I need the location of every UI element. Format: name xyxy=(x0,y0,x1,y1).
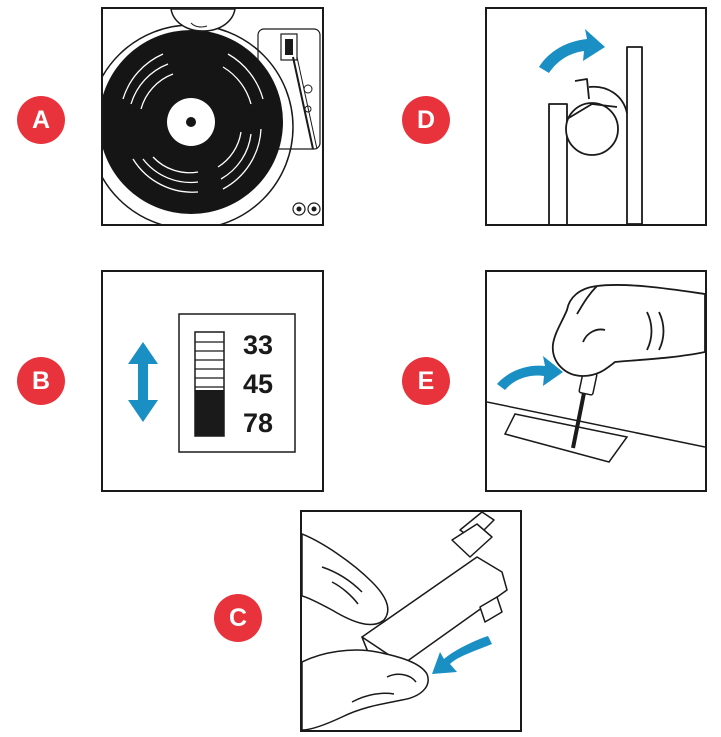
stylus-clean-illustration xyxy=(487,284,705,463)
step-a-panel xyxy=(101,7,324,226)
step-b-panel: 33 45 78 xyxy=(101,270,324,492)
speed-45-label: 45 xyxy=(243,369,273,399)
up-down-arrow-icon xyxy=(128,342,158,422)
cartridge-illustration xyxy=(302,512,508,730)
turntable-illustration xyxy=(103,9,322,224)
step-e-panel xyxy=(485,270,707,492)
step-b-badge: B xyxy=(17,357,65,405)
speed-78-label: 78 xyxy=(243,408,273,438)
step-d-panel xyxy=(485,7,707,226)
speed-slider-position xyxy=(195,390,224,436)
brush-arrow-icon xyxy=(497,356,563,390)
speed-33-label: 33 xyxy=(243,330,273,360)
step-c-panel xyxy=(300,510,522,732)
step-a-badge: A xyxy=(17,96,65,144)
step-c-badge: C xyxy=(214,594,262,642)
insert-arrow-icon xyxy=(432,636,492,674)
rotate-arrow-icon xyxy=(539,29,605,73)
step-e-badge: E xyxy=(402,357,450,405)
step-d-badge: D xyxy=(402,96,450,144)
speed-selector-illustration: 33 45 78 xyxy=(128,313,296,453)
lift-lever-illustration xyxy=(539,29,643,224)
